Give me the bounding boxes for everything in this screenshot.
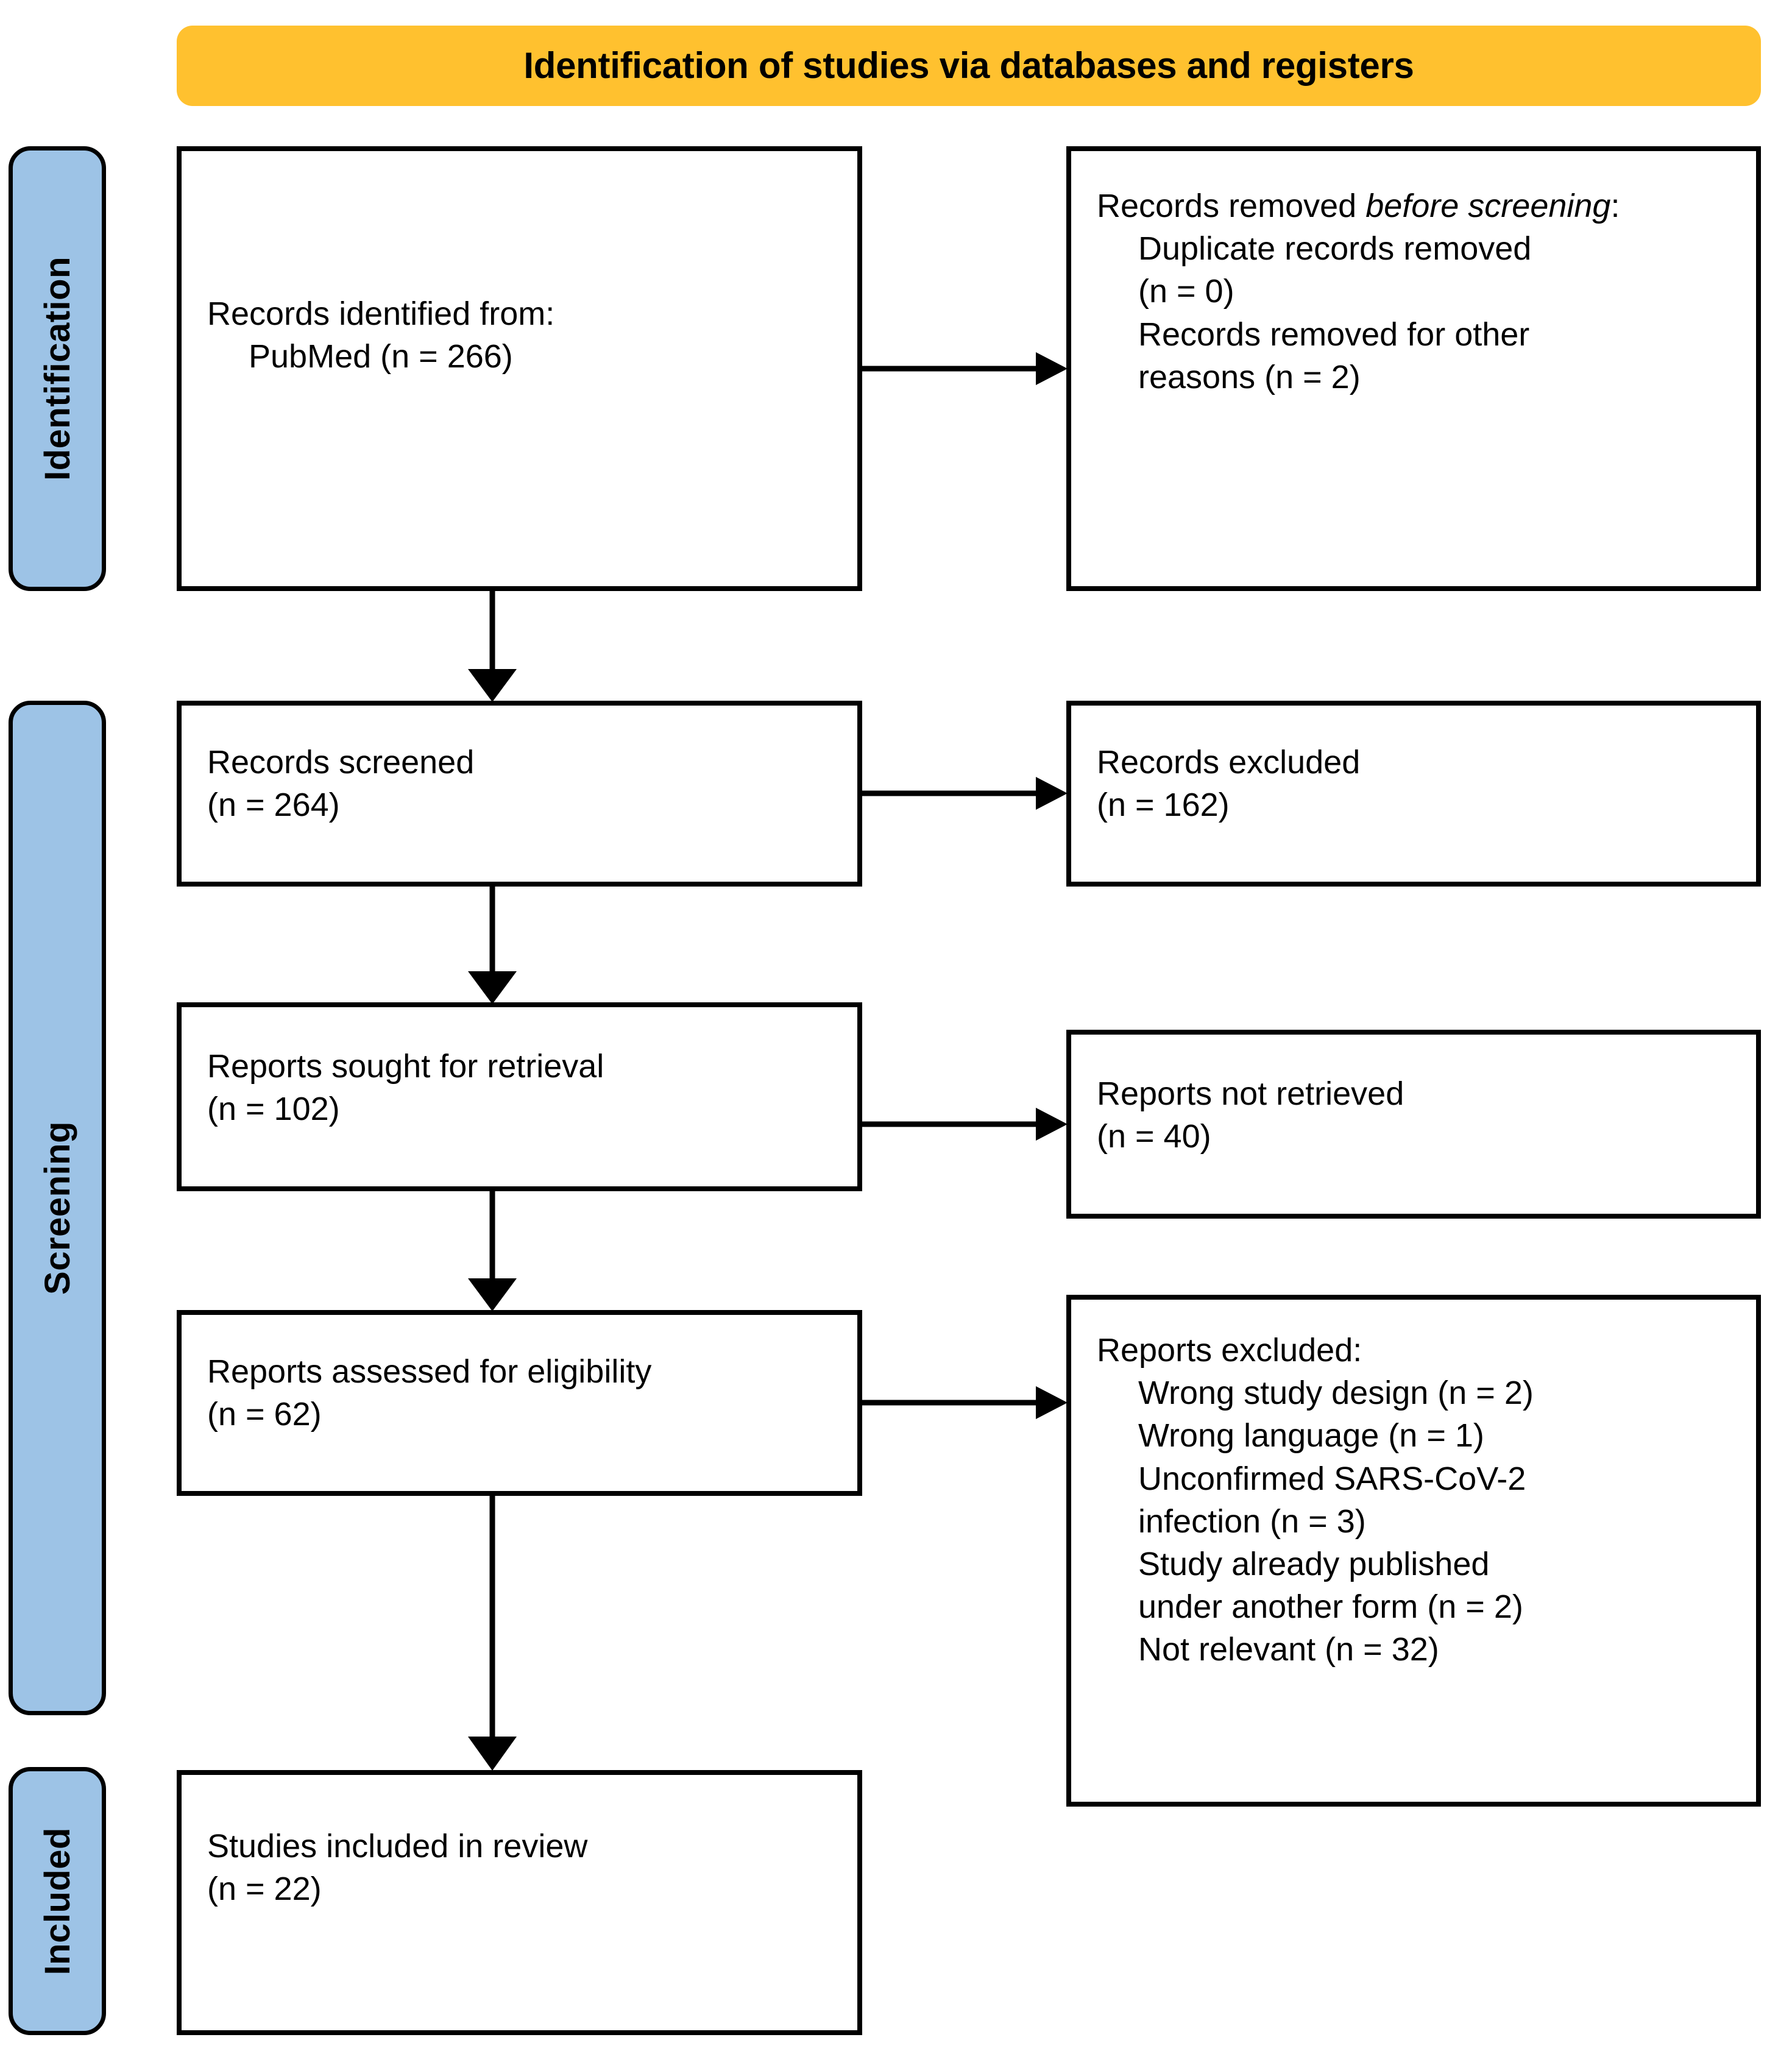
stage-bar-screening: Screening — [9, 701, 106, 1715]
box-reports-not-retrieved-text: Reports not retrieved (n = 40) — [1097, 1072, 1738, 1158]
removed-item1-line1: Duplicate records removed — [1138, 230, 1532, 267]
removed-heading-plain: Records removed — [1097, 188, 1366, 224]
removed-item2-line1: Records removed for other — [1138, 316, 1530, 353]
reports-excluded-heading: Reports excluded: — [1097, 1332, 1362, 1369]
reports-not-retrieved-line2: (n = 40) — [1097, 1118, 1211, 1155]
reports-assessed-line1: Reports assessed for eligibility — [207, 1353, 652, 1390]
stage-label-identification: Identification — [37, 257, 77, 481]
reports-sought-line1: Reports sought for retrieval — [207, 1048, 604, 1085]
removed-item1-line2: (n = 0) — [1138, 273, 1234, 310]
records-identified-line1: Records identified from: — [207, 296, 555, 332]
box-studies-included-text: Studies included in review (n = 22) — [207, 1825, 839, 1910]
arrow-screened-to-sought — [468, 887, 517, 1004]
reports-excluded-item1: Wrong study design (n = 2) — [1138, 1375, 1534, 1412]
records-screened-line1: Records screened — [207, 744, 475, 781]
reports-excluded-item4-line1: Study already published — [1138, 1545, 1490, 1582]
arrow-assessed-to-reports-excluded — [862, 1386, 1068, 1419]
box-reports-not-retrieved: Reports not retrieved (n = 40) — [1066, 1030, 1761, 1219]
arrow-identified-to-removed — [862, 352, 1068, 385]
reports-excluded-item3-line2: infection (n = 3) — [1138, 1503, 1366, 1540]
removed-heading-colon: : — [1610, 188, 1620, 224]
stage-bar-identification: Identification — [9, 146, 106, 591]
reports-not-retrieved-line1: Reports not retrieved — [1097, 1075, 1404, 1112]
box-reports-assessed-for-eligibility: Reports assessed for eligibility (n = 62) — [177, 1310, 862, 1496]
arrow-identified-to-screened — [468, 591, 517, 702]
box-reports-excluded: Reports excluded: Wrong study design (n =… — [1066, 1295, 1761, 1807]
page-title: Identification of studies via databases … — [523, 45, 1414, 86]
studies-included-line2: (n = 22) — [207, 1871, 322, 1908]
records-excluded-line2: (n = 162) — [1097, 787, 1230, 824]
box-records-identified-text: Records identified from: PubMed (n = 266) — [207, 292, 839, 378]
reports-assessed-line2: (n = 62) — [207, 1396, 322, 1433]
stage-label-included: Included — [37, 1827, 77, 1975]
stage-label-screening: Screening — [37, 1121, 77, 1295]
box-studies-included-in-review: Studies included in review (n = 22) — [177, 1770, 862, 2035]
stage-bar-included: Included — [9, 1767, 106, 2035]
arrow-screened-to-excluded — [862, 777, 1068, 810]
records-excluded-line1: Records excluded — [1097, 744, 1361, 781]
box-records-removed-text: Records removed before screening: Duplica… — [1097, 185, 1738, 398]
reports-excluded-item2: Wrong language (n = 1) — [1138, 1417, 1484, 1454]
arrow-sought-to-assessed — [468, 1191, 517, 1311]
box-reports-sought-for-retrieval: Reports sought for retrieval (n = 102) — [177, 1002, 862, 1191]
arrow-assessed-to-included — [468, 1496, 517, 1771]
removed-heading-italic: before screening — [1365, 188, 1611, 224]
box-records-removed-before-screening: Records removed before screening: Duplica… — [1066, 146, 1761, 591]
removed-item2-line2: reasons (n = 2) — [1138, 358, 1361, 395]
box-records-excluded: Records excluded (n = 162) — [1066, 701, 1761, 887]
box-records-screened-text: Records screened (n = 264) — [207, 741, 839, 826]
reports-excluded-item5: Not relevant (n = 32) — [1138, 1631, 1439, 1668]
box-records-screened: Records screened (n = 264) — [177, 701, 862, 887]
reports-excluded-item3-line1: Unconfirmed SARS-CoV-2 — [1138, 1460, 1526, 1497]
box-reports-sought-text: Reports sought for retrieval (n = 102) — [207, 1045, 839, 1130]
reports-sought-line2: (n = 102) — [207, 1091, 340, 1128]
box-reports-assessed-text: Reports assessed for eligibility (n = 62) — [207, 1350, 839, 1436]
diagram-header-banner: Identification of studies via databases … — [177, 26, 1761, 106]
arrow-sought-to-not-retrieved — [862, 1108, 1068, 1141]
box-records-excluded-text: Records excluded (n = 162) — [1097, 741, 1738, 826]
box-records-identified: Records identified from: PubMed (n = 266) — [177, 146, 862, 591]
reports-excluded-item4-line2: under another form (n = 2) — [1138, 1588, 1523, 1626]
box-reports-excluded-text: Reports excluded: Wrong study design (n =… — [1097, 1329, 1738, 1671]
studies-included-line1: Studies included in review — [207, 1828, 588, 1865]
records-screened-line2: (n = 264) — [207, 787, 340, 824]
records-identified-line2: PubMed (n = 266) — [249, 338, 513, 375]
